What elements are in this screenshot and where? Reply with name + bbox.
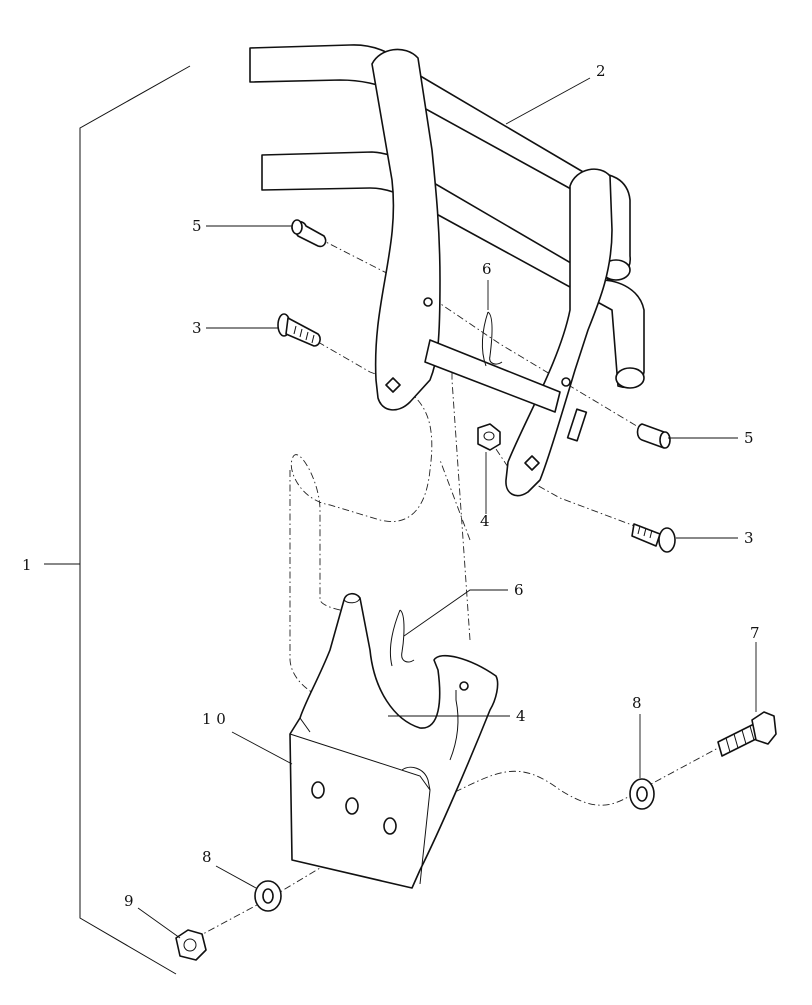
hitch-frame-part bbox=[249, 44, 645, 497]
pin-part-lower bbox=[636, 423, 671, 449]
hair-pin-lower bbox=[389, 609, 415, 667]
callout-labels: 1 2 3 3 4 4 5 5 6 6 7 8 8 9 1 0 bbox=[22, 62, 760, 910]
callout-10: 1 0 bbox=[202, 710, 226, 728]
callout-5-upper: 5 bbox=[192, 217, 202, 235]
callout-1: 1 bbox=[22, 556, 32, 574]
callout-3-upper: 3 bbox=[192, 319, 202, 337]
nut-part-upper bbox=[477, 423, 501, 451]
hex-bolt-part bbox=[717, 711, 777, 757]
callout-6-upper: 6 bbox=[482, 260, 492, 278]
callout-8-right: 8 bbox=[632, 694, 642, 712]
washer-part-left bbox=[254, 880, 282, 912]
pin-part-upper bbox=[291, 219, 327, 248]
callout-6-lower: 6 bbox=[514, 581, 524, 599]
mounting-plate-part bbox=[289, 592, 499, 889]
carriage-bolt-upper bbox=[277, 313, 321, 347]
leader-lines bbox=[137, 77, 757, 939]
callout-7: 7 bbox=[750, 624, 760, 642]
callout-2: 2 bbox=[596, 62, 606, 80]
callout-3-lower: 3 bbox=[744, 529, 754, 547]
callout-4-lower: 4 bbox=[516, 707, 526, 725]
hex-nut-part bbox=[175, 929, 207, 961]
callout-9: 9 bbox=[124, 892, 134, 910]
callout-5-lower: 5 bbox=[744, 429, 754, 447]
hair-pin-upper bbox=[481, 311, 503, 367]
assembly-bracket bbox=[44, 65, 191, 975]
carriage-bolt-lower bbox=[631, 523, 676, 553]
callout-4-upper: 4 bbox=[480, 512, 490, 530]
washer-part-right bbox=[629, 778, 655, 810]
callout-8-left: 8 bbox=[202, 848, 212, 866]
